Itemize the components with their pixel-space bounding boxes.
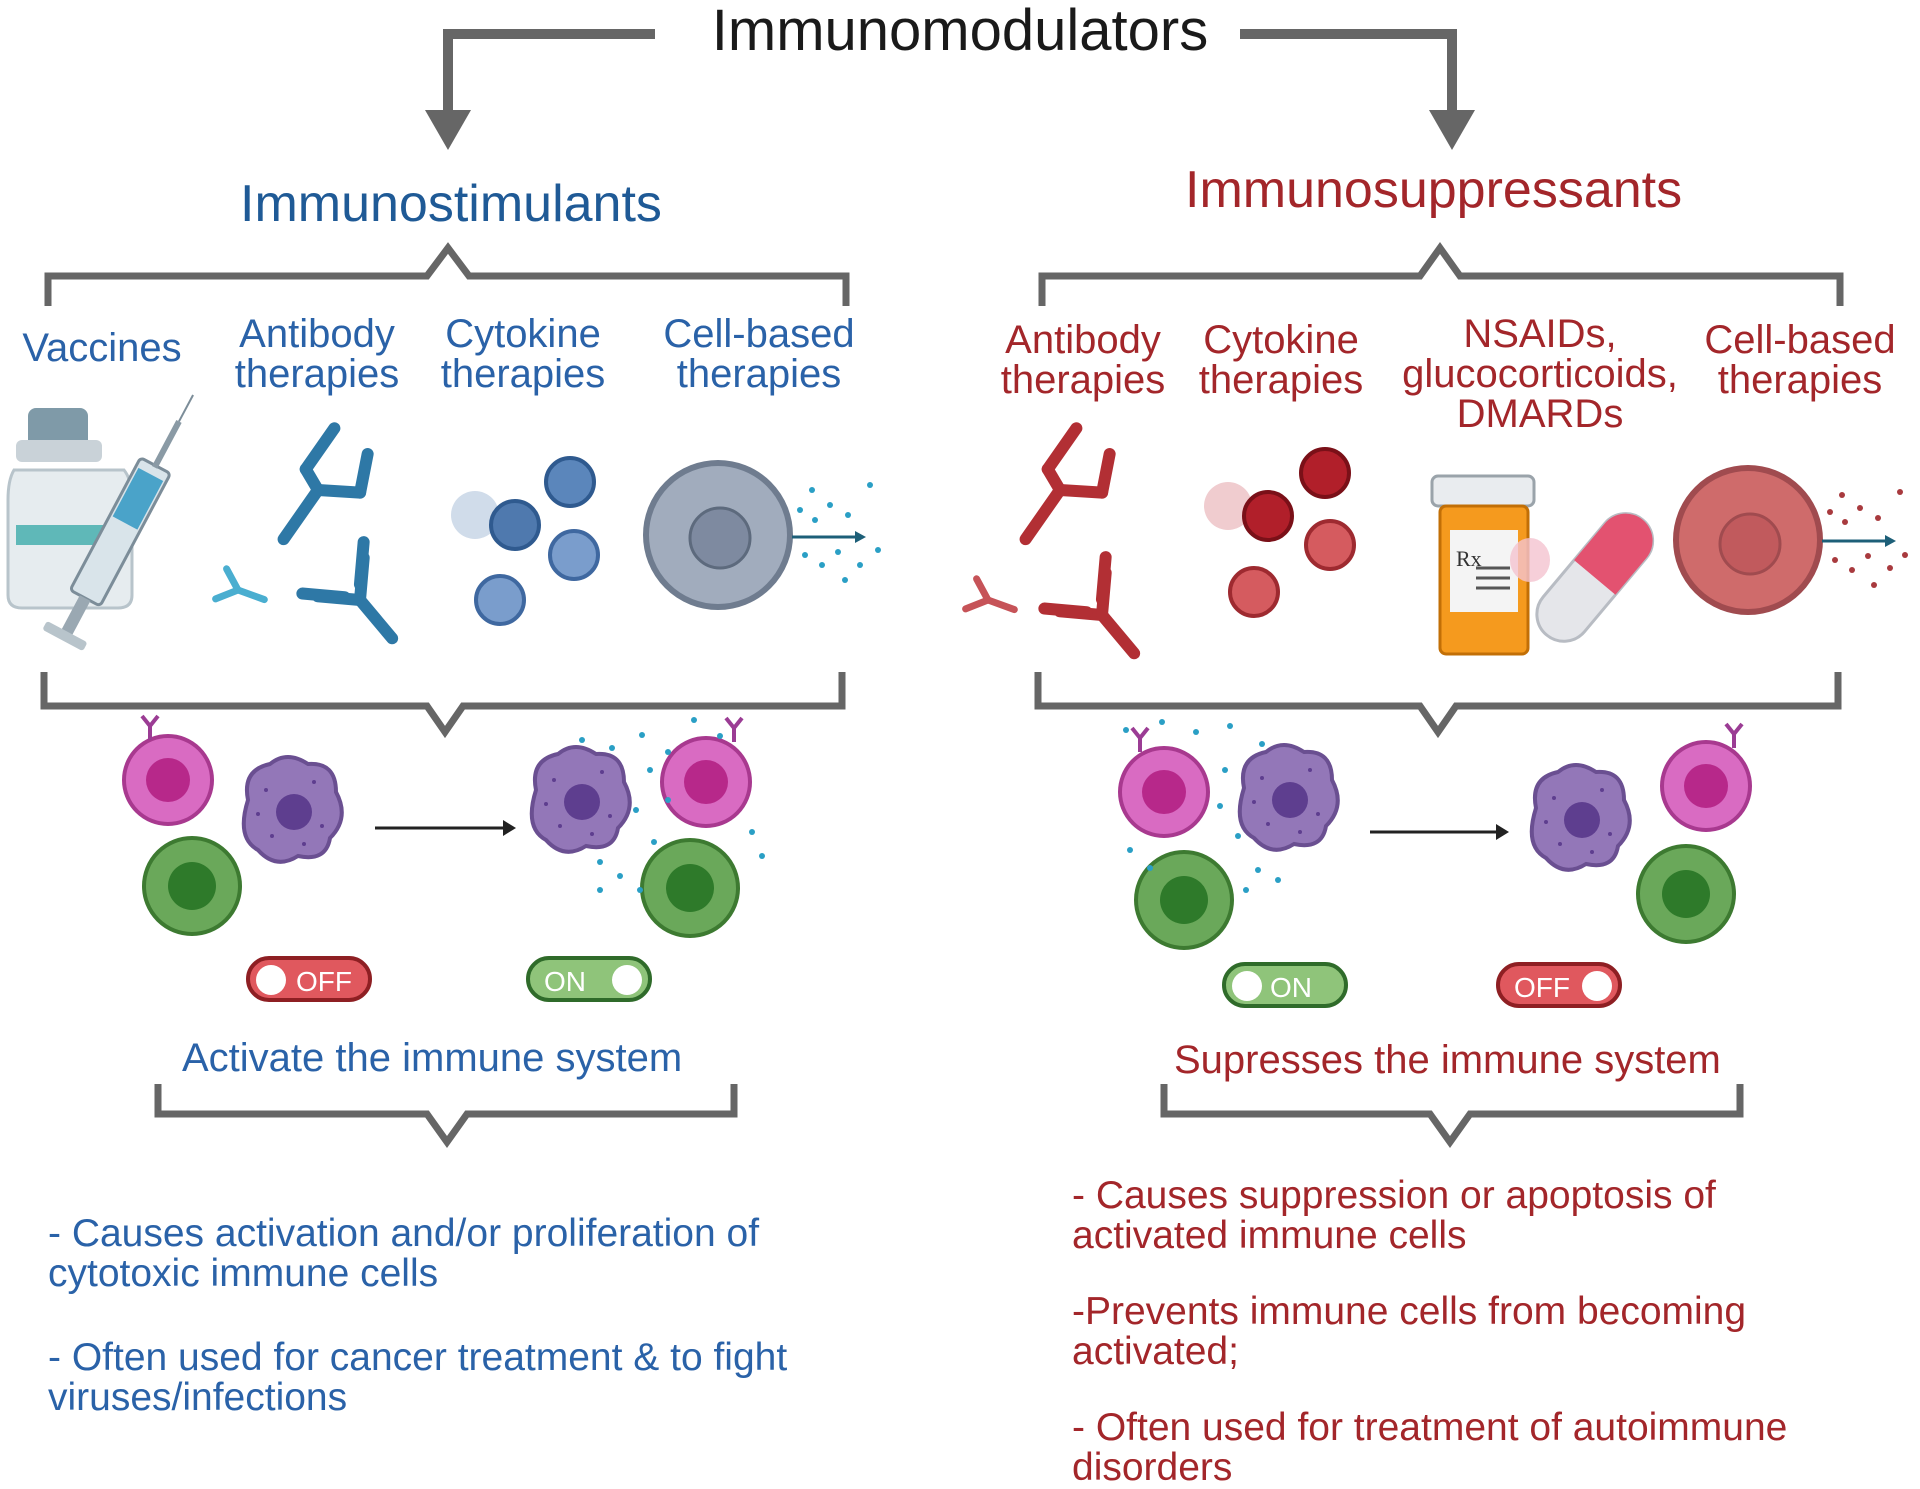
category-cytokine-therapies-left: Cytokine therapies [440, 312, 606, 396]
bullet-right-3: - Often used for treatment of autoimmune… [1072, 1406, 1788, 1489]
page-title: Immunomodulators [711, 0, 1209, 63]
category-antibody-therapies-left: Antibody therapies [234, 312, 400, 396]
bracket-right-top [1038, 241, 1844, 306]
toggle-knob [1582, 971, 1612, 1001]
toggle-on-right: ON [1222, 962, 1348, 1008]
toggle-off-left: OFF [246, 956, 372, 1002]
cell-based-blue-icon [643, 460, 881, 610]
split-arrows [443, 29, 1457, 112]
small-antibody-icon [212, 565, 268, 604]
bracket-right-bottom [1034, 672, 1842, 739]
category-antibody-therapies-right: Antibody therapies [1000, 318, 1166, 402]
toggle-on-left: ON [526, 956, 652, 1002]
antibody-icons [277, 422, 399, 645]
category-cytokine-therapies-right: Cytokine therapies [1198, 318, 1364, 402]
category-cell-based-left: Cell-based therapies [663, 312, 855, 396]
summary-right: Supresses the immune system [1174, 1038, 1721, 1082]
immunostimulants-heading: Immunostimulants [240, 175, 662, 233]
arrow-head-right [1429, 110, 1475, 150]
category-vaccines: Vaccines [22, 326, 182, 370]
bracket-left-top [44, 242, 850, 306]
syringe-icon [43, 394, 194, 651]
cells-before-right [1118, 719, 1340, 950]
toggle-label: ON [544, 966, 586, 997]
summary-left: Activate the immune system [182, 1036, 683, 1080]
bracket-right-summary [1160, 1084, 1744, 1149]
bullet-right-1: - Causes suppression or apoptosis of act… [1072, 1174, 1716, 1258]
toggle-knob [256, 965, 286, 995]
bullet-left-2: - Often used for cancer treatment & to f… [48, 1336, 788, 1420]
bullet-right-2: -Prevents immune cells from becoming act… [1072, 1290, 1747, 1374]
cytokine-blue-icons [451, 456, 600, 626]
antibody-red-icons [1019, 422, 1141, 660]
toggle-off-right: OFF [1496, 962, 1622, 1008]
cytokine-red-icons [1204, 447, 1356, 618]
toggle-label: OFF [1514, 972, 1570, 1003]
category-cell-based-right: Cell-based therapies [1704, 318, 1896, 402]
bracket-left-summary [154, 1084, 738, 1149]
bracket-left-bottom [40, 672, 846, 739]
toggle-knob [1232, 971, 1262, 1001]
bullet-left-1: - Causes activation and/or proliferation… [48, 1212, 760, 1296]
cells-after-left [529, 716, 765, 938]
cells-after-right [1529, 722, 1752, 944]
arrow-head-left [425, 110, 471, 150]
toggle-label: ON [1270, 972, 1312, 1003]
toggle-knob [612, 965, 642, 995]
immunosuppressants-heading: Immunosuppressants [1185, 161, 1683, 219]
cells-before-left [122, 714, 344, 936]
small-antibody-red-icon [962, 575, 1018, 614]
category-nsaids: NSAIDs, glucocorticoids, DMARDs [1402, 312, 1678, 436]
rx-label: Rx [1456, 546, 1482, 571]
toggle-label: OFF [296, 966, 352, 997]
cell-based-red-icon [1673, 465, 1908, 615]
pill-bottle-icon: Rx [1430, 474, 1536, 656]
capsule-icon [1535, 512, 1655, 643]
